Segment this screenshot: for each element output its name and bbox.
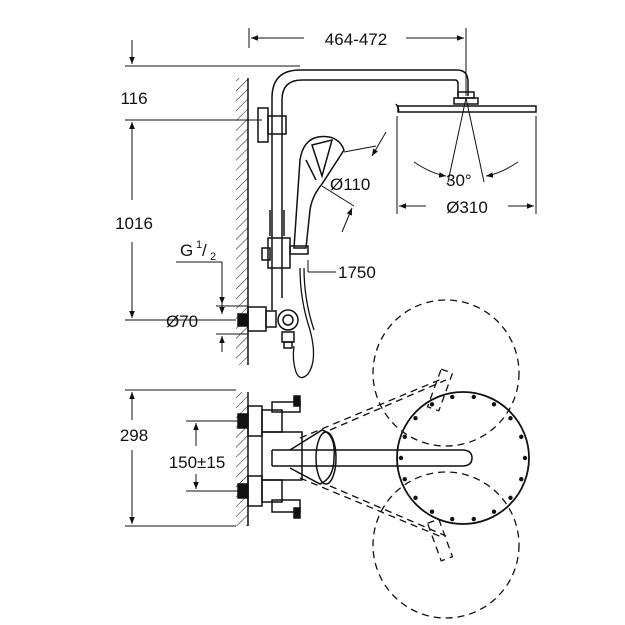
dim-inlet-spacing: 150±15 bbox=[169, 420, 240, 492]
nozzle-ring bbox=[398, 394, 528, 522]
dim-head-angle: 30° bbox=[413, 97, 519, 190]
hand-shower-top bbox=[289, 429, 337, 485]
shower-arm-top bbox=[271, 449, 473, 467]
head-diameter-label: Ø310 bbox=[446, 198, 488, 217]
nozzle-dot bbox=[491, 402, 497, 407]
nozzle-dot bbox=[402, 434, 407, 439]
thermostat-top bbox=[237, 395, 303, 519]
hand-shower-diameter-label: Ø110 bbox=[330, 175, 370, 194]
nozzle-dot bbox=[491, 509, 497, 514]
thread-label: G bbox=[180, 241, 193, 260]
side-view: 464-472 116 1016 G 1 / 2 bbox=[115, 28, 537, 379]
dim-arm-length: 464-472 bbox=[248, 28, 467, 96]
dim-thread: G 1 / 2 bbox=[176, 239, 225, 314]
nozzle-dot bbox=[429, 402, 435, 407]
top-view: 298 150±15 bbox=[120, 299, 530, 619]
head-shower-top bbox=[396, 391, 530, 525]
nozzle-dot bbox=[450, 394, 455, 400]
nozzle-dot bbox=[471, 394, 476, 400]
thermostat-side bbox=[237, 306, 299, 349]
nozzle-dot bbox=[413, 495, 418, 501]
nozzle-dot bbox=[519, 477, 524, 482]
dim-hose-length: 1750 bbox=[307, 260, 376, 282]
shower-rail bbox=[257, 69, 469, 310]
hose-length-label: 1750 bbox=[338, 263, 376, 282]
thread-fraction-numerator: 1 bbox=[196, 239, 202, 251]
nozzle-dot bbox=[522, 455, 528, 461]
wall-hatch-side bbox=[236, 78, 248, 365]
nozzle-dot bbox=[508, 495, 513, 501]
wall-offset-label: 116 bbox=[120, 89, 147, 108]
nozzle-dot bbox=[519, 434, 524, 439]
wall-hatch-top bbox=[236, 392, 248, 526]
nozzle-dot bbox=[508, 415, 513, 421]
head-angle-label: 30° bbox=[446, 171, 472, 190]
nozzle-dot bbox=[398, 455, 404, 461]
swivel-positions bbox=[299, 299, 520, 619]
hand-shower-side bbox=[293, 135, 345, 249]
dim-valve-diameter: Ø70 bbox=[166, 294, 248, 352]
nozzle-dot bbox=[471, 516, 476, 522]
height-label: 1016 bbox=[115, 214, 153, 233]
inlet-spacing-label: 150±15 bbox=[169, 453, 226, 472]
projection-depth-label: 298 bbox=[120, 426, 148, 445]
nozzle-dot bbox=[450, 516, 455, 522]
valve-diameter-label: Ø70 bbox=[166, 312, 198, 331]
nozzle-dot bbox=[402, 477, 407, 482]
dim-wall-offset: 116 bbox=[120, 40, 300, 146]
arm-length-label: 464-472 bbox=[325, 30, 387, 49]
thread-fraction-slash: / bbox=[202, 241, 207, 260]
dim-projection-depth: 298 bbox=[120, 389, 236, 527]
nozzle-dot bbox=[429, 509, 435, 514]
nozzle-dot bbox=[413, 415, 418, 421]
dim-hand-shower-diameter: Ø110 bbox=[321, 131, 387, 233]
shower-hose bbox=[292, 267, 315, 379]
dim-head-diameter: Ø310 bbox=[396, 116, 537, 217]
dim-height: 1016 bbox=[115, 122, 236, 321]
thread-fraction-denominator: 2 bbox=[210, 251, 216, 263]
